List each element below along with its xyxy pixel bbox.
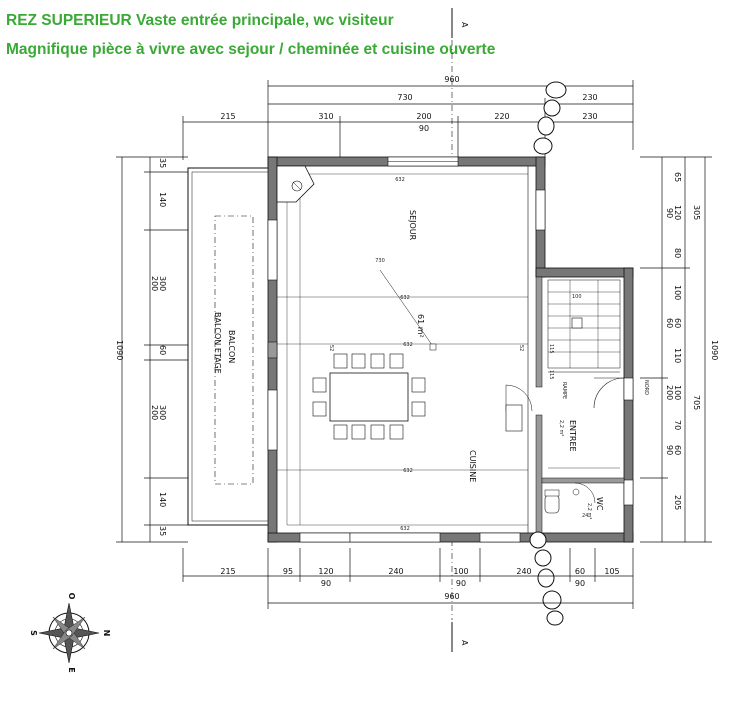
dim-right-13: 90: [665, 445, 674, 455]
dim-left-8: 140: [158, 492, 167, 507]
dim-right-total-1: 305: [692, 205, 701, 220]
dim-top-main: 730: [397, 93, 412, 102]
header-line-1: REZ SUPERIEUR Vaste entrée principale, w…: [6, 12, 394, 29]
dim-right-7: 60: [665, 318, 674, 328]
section-label-bottom: A: [460, 640, 469, 646]
dim-bottom-3: 120: [318, 567, 333, 576]
kitchen-fixtures: [379, 269, 533, 432]
dim-inner-7: 52: [328, 345, 334, 351]
dim-top-3: 200: [416, 112, 431, 121]
section-marker-top: A: [451, 8, 469, 160]
dim-right-6: 60: [673, 318, 682, 328]
compass-n: N: [102, 630, 111, 637]
dimension-lines-right: [640, 156, 712, 543]
dim-top-total: 960: [444, 75, 459, 84]
dim-inner-4: 632: [403, 342, 413, 348]
dim-bottom-5: 100: [453, 567, 468, 576]
wc-room: [544, 482, 596, 514]
dimension-lines-bottom: [182, 548, 634, 609]
balcon-label: BALCON: [227, 330, 236, 363]
room-sejour: SEJOUR: [408, 210, 417, 241]
dim-left-9: 35: [158, 526, 167, 536]
dim-left-7: 200: [150, 405, 159, 420]
dim-right-10: 200: [665, 385, 674, 400]
section-marker-bottom: A: [451, 540, 469, 652]
balcon-etage-label: BALCON ETAGE: [213, 312, 222, 374]
room-entree: ENTREE: [568, 420, 577, 452]
dim-right-total: 1090: [710, 340, 719, 360]
header-line-2: Magnifique pièce à vivre avec sejour / c…: [6, 41, 496, 58]
dim-left-1: 35: [158, 158, 167, 168]
entrance-door: [548, 377, 625, 469]
interior-walls: [277, 166, 625, 536]
compass-rose: [38, 602, 100, 664]
dim-inner-12: 24: [582, 513, 588, 519]
dim-top-sub: 90: [419, 124, 429, 133]
dim-right-4: 80: [673, 248, 682, 258]
dim-inner-9: 100: [572, 294, 582, 300]
dim-top-5: 230: [582, 112, 597, 121]
north-window-label: NORD: [643, 380, 649, 395]
dim-inner-6: 632: [400, 526, 410, 532]
dim-right-total-2: 705: [692, 395, 701, 410]
dimension-lines-left: [116, 156, 188, 543]
exterior-walls: [267, 156, 634, 543]
dim-top-2: 310: [318, 112, 333, 121]
dim-left-total: 1090: [115, 340, 124, 360]
dim-right-14: 205: [673, 495, 682, 510]
dim-left-4: 200: [150, 276, 159, 291]
room-wc-area: 2,2 m²: [586, 503, 592, 519]
dim-top-right: 230: [582, 93, 597, 102]
dim-bottom-sub-3: 90: [575, 579, 585, 588]
dim-inner-1: 632: [395, 177, 405, 183]
dim-right-3: 90: [665, 208, 674, 218]
dim-inner-11: 115: [548, 370, 554, 380]
stepping-stones: [529, 81, 567, 626]
dim-inner-2: 730: [375, 258, 385, 264]
dim-inner-3: 632: [400, 295, 410, 301]
dim-left-6: 300: [158, 405, 167, 420]
dim-right-11: 70: [673, 420, 682, 430]
dim-right-1: 65: [673, 172, 682, 182]
dim-bottom-total: 960: [444, 592, 459, 601]
room-wc: WC: [595, 497, 604, 511]
dim-left-5: 60: [158, 345, 167, 355]
dim-bottom-2: 95: [283, 567, 293, 576]
dim-bottom-7: 60: [575, 567, 585, 576]
dim-bottom-sub-1: 90: [321, 579, 331, 588]
dim-inner-5: 632: [403, 468, 413, 474]
dim-inner-10: 115: [548, 344, 554, 354]
living-area: 61 m²: [416, 314, 425, 338]
dim-bottom-4: 240: [388, 567, 403, 576]
dim-right-5: 100: [673, 285, 682, 300]
fireplace: [276, 165, 315, 203]
dim-inner-8: 52: [518, 345, 524, 351]
dim-right-2: 120: [673, 205, 682, 220]
dim-right-12: 60: [673, 445, 682, 455]
staircase: [547, 279, 621, 373]
dim-bottom-1: 215: [220, 567, 235, 576]
compass-s: S: [29, 630, 38, 636]
dim-right-9: 100: [673, 385, 682, 400]
dim-bottom-6: 240: [516, 567, 531, 576]
dim-left-2: 140: [158, 192, 167, 207]
dim-right-8: 110: [673, 348, 682, 363]
compass-o: O: [67, 593, 76, 600]
room-cuisine: CUISINE: [468, 450, 477, 482]
dining-table: [312, 353, 426, 440]
dim-bottom-sub-2: 90: [456, 579, 466, 588]
section-label-top: A: [460, 22, 469, 28]
compass-e: E: [67, 667, 76, 672]
dim-bottom-8: 105: [604, 567, 619, 576]
room-entree-area: 2,2 m²: [558, 420, 564, 436]
dim-top-1: 215: [220, 112, 235, 121]
dim-left-3: 300: [158, 276, 167, 291]
stairs-label: RAMPE: [561, 382, 567, 399]
dim-top-4: 220: [494, 112, 509, 121]
